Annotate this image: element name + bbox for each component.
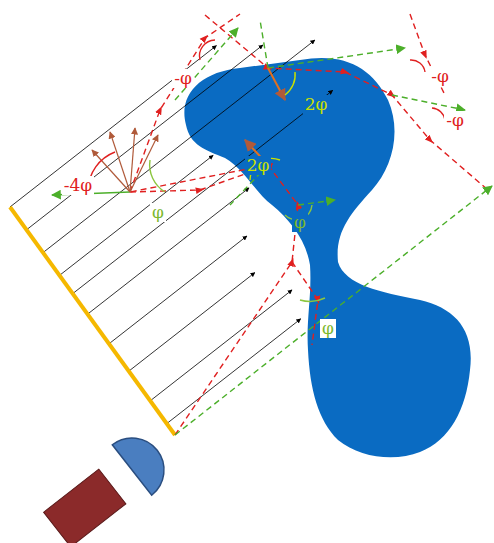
return-path (205, 15, 488, 190)
normal-line (392, 95, 465, 110)
return-path (130, 165, 298, 435)
angle-label: 2φ (303, 95, 330, 114)
incident-rays (10, 40, 333, 424)
incident-ray (73, 90, 333, 293)
incident-ray (10, 46, 216, 207)
incident-ray (109, 236, 247, 344)
incident-ray (88, 188, 250, 314)
angle-label: φ (150, 203, 166, 222)
angle-label: -4φ (62, 176, 94, 195)
angle-arc (432, 108, 445, 120)
angle-label: φ (320, 319, 336, 338)
scatter-ray (130, 135, 158, 192)
aperture-line (10, 207, 175, 435)
normal-line (175, 186, 492, 435)
angle-label: φ (292, 213, 308, 232)
incident-ray (60, 155, 214, 275)
angle-arc (300, 298, 325, 301)
angle-label: -φ (172, 69, 194, 88)
sensor-lens (112, 425, 177, 495)
incident-ray (167, 319, 301, 424)
incident-ray (43, 40, 315, 253)
angle-arc (150, 160, 165, 192)
angle-arc (410, 60, 425, 72)
object-blob (184, 58, 470, 457)
scatter-ray (92, 150, 130, 192)
normal-line (298, 200, 335, 205)
angle-arc (285, 72, 295, 95)
scatter-ray (268, 68, 285, 100)
incident-ray (150, 290, 292, 401)
return-path (130, 14, 240, 192)
sensor (44, 425, 177, 543)
normal-line (268, 48, 405, 68)
normal-line (260, 20, 268, 68)
incident-ray (27, 45, 263, 230)
normal-line (175, 28, 238, 100)
angle-label: -φ (444, 111, 466, 130)
angle-label: 2φ (245, 156, 272, 175)
angle-arc (199, 40, 215, 60)
sensor-body (44, 469, 126, 543)
angle-label: -φ (429, 67, 451, 86)
scatter-ray (110, 132, 130, 192)
incident-ray (129, 273, 255, 372)
